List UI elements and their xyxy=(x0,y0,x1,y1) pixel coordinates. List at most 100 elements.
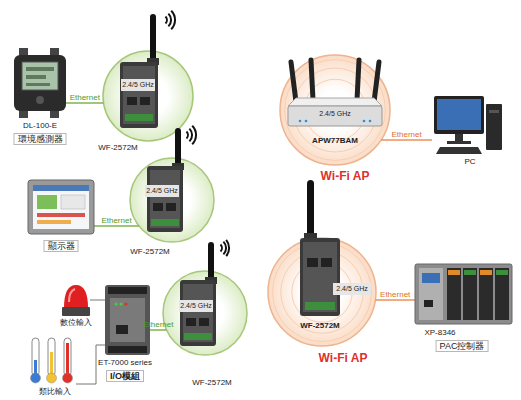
device-label: WF-2572M xyxy=(130,247,170,256)
band-label: 2.4/5 GHz xyxy=(146,187,178,195)
status-led xyxy=(124,302,127,305)
monitor-stand xyxy=(455,134,463,141)
module-label-plate xyxy=(121,79,155,91)
monitor xyxy=(434,96,484,134)
screen-segment xyxy=(26,75,46,79)
slot-terminal xyxy=(448,270,460,275)
device-label: 環境感測器 xyxy=(14,133,67,145)
wifi-waves xyxy=(187,126,197,144)
thermometer-fluid xyxy=(66,343,69,376)
terminal-block xyxy=(125,114,153,121)
ethernet-cable xyxy=(94,225,139,227)
ethernet-port xyxy=(424,300,433,307)
ethernet-port xyxy=(127,97,137,105)
signal-lamp xyxy=(64,285,88,308)
module-label-plate xyxy=(333,283,371,295)
pc-illustration xyxy=(434,96,502,154)
screen-widget xyxy=(37,195,57,209)
screen-segment xyxy=(26,67,54,71)
connection-label: Ethernet xyxy=(380,290,410,299)
thermometer-bulb xyxy=(47,373,57,383)
connection-label: Ethernet xyxy=(391,130,421,139)
io-module-panel xyxy=(110,298,145,342)
pac-cpu xyxy=(419,268,443,320)
screen-bar xyxy=(37,220,71,224)
module-panel xyxy=(303,242,337,312)
ethernet-cable xyxy=(66,102,104,104)
module-body xyxy=(180,280,216,346)
monitor-screen xyxy=(437,99,481,130)
thermometer-bulb xyxy=(63,373,73,383)
ethernet-port xyxy=(116,325,128,334)
band-label: 2.4/5 GHz xyxy=(319,110,351,118)
input-wire xyxy=(90,300,105,301)
wifi-waves xyxy=(166,11,176,29)
circle-shape xyxy=(268,238,376,346)
module-panel xyxy=(123,66,155,124)
screen-bar xyxy=(37,213,85,217)
circle-shape xyxy=(163,271,247,355)
pac-illustration xyxy=(415,264,512,324)
module-body xyxy=(120,62,158,128)
monitor-base xyxy=(447,141,471,144)
slot-terminal xyxy=(496,270,508,275)
module-body xyxy=(147,166,183,232)
thermometer-bulb xyxy=(31,373,41,383)
drive-bay xyxy=(489,110,499,113)
router-antenna xyxy=(291,62,296,102)
ethernet-port xyxy=(186,318,196,326)
device-label: WF-2572M xyxy=(300,321,340,330)
status-led xyxy=(363,120,366,123)
circle-shape xyxy=(103,51,193,141)
module-label-plate xyxy=(179,300,213,312)
keyboard xyxy=(436,147,482,154)
input-label: 數位輸入 xyxy=(60,318,92,327)
sensor-body xyxy=(14,55,66,111)
screen-header xyxy=(33,185,89,191)
sensor-screen xyxy=(22,62,58,90)
ethernet-cable xyxy=(375,299,415,301)
device-label: WF-2572M xyxy=(98,143,138,152)
connection-label: Ethernet xyxy=(101,216,131,225)
wifi-waves xyxy=(221,240,230,256)
screen-segment xyxy=(26,83,50,86)
signal-ripple xyxy=(273,243,372,342)
display-illustration xyxy=(28,180,94,234)
router-antenna xyxy=(374,62,379,102)
module-body xyxy=(300,238,340,316)
ethernet-port xyxy=(321,258,332,267)
input-devices-illustration xyxy=(31,285,106,384)
device-label: APW77BAM xyxy=(312,136,358,145)
pc-tower xyxy=(486,104,502,150)
module-panel xyxy=(183,284,213,342)
circle-shape xyxy=(130,158,214,242)
router-front xyxy=(288,106,382,126)
device-label: ET-7000 series xyxy=(98,358,152,367)
thermometer-tube xyxy=(64,338,71,376)
role-caption: Wi-Fi AP xyxy=(319,352,368,366)
slot-terminal xyxy=(480,270,492,275)
band-label: 2.4/5 GHz xyxy=(122,81,154,89)
terminal-block xyxy=(151,219,179,226)
terminal-block xyxy=(108,287,147,294)
router-antenna xyxy=(357,60,359,100)
wifi-module-illustration xyxy=(145,126,196,232)
ethernet-port xyxy=(307,258,318,267)
status-led xyxy=(305,120,308,123)
band-label: 2.4/5 GHz xyxy=(336,285,368,293)
io-slot xyxy=(447,268,461,320)
terminal-block xyxy=(184,333,212,340)
wifi-module-illustration xyxy=(300,180,371,316)
ethernet-port xyxy=(199,318,209,326)
lamp-highlight xyxy=(69,289,75,302)
device-label: PAC控制器 xyxy=(436,340,489,352)
connection-label: Ethernet xyxy=(70,93,100,102)
circle-shape xyxy=(280,55,390,165)
ethernet-port xyxy=(140,97,150,105)
io-slot xyxy=(495,268,509,320)
module-panel xyxy=(150,170,180,228)
status-led xyxy=(369,120,372,123)
ethernet-port xyxy=(166,203,176,211)
router-illustration xyxy=(288,60,382,126)
slot-terminal xyxy=(464,270,476,275)
